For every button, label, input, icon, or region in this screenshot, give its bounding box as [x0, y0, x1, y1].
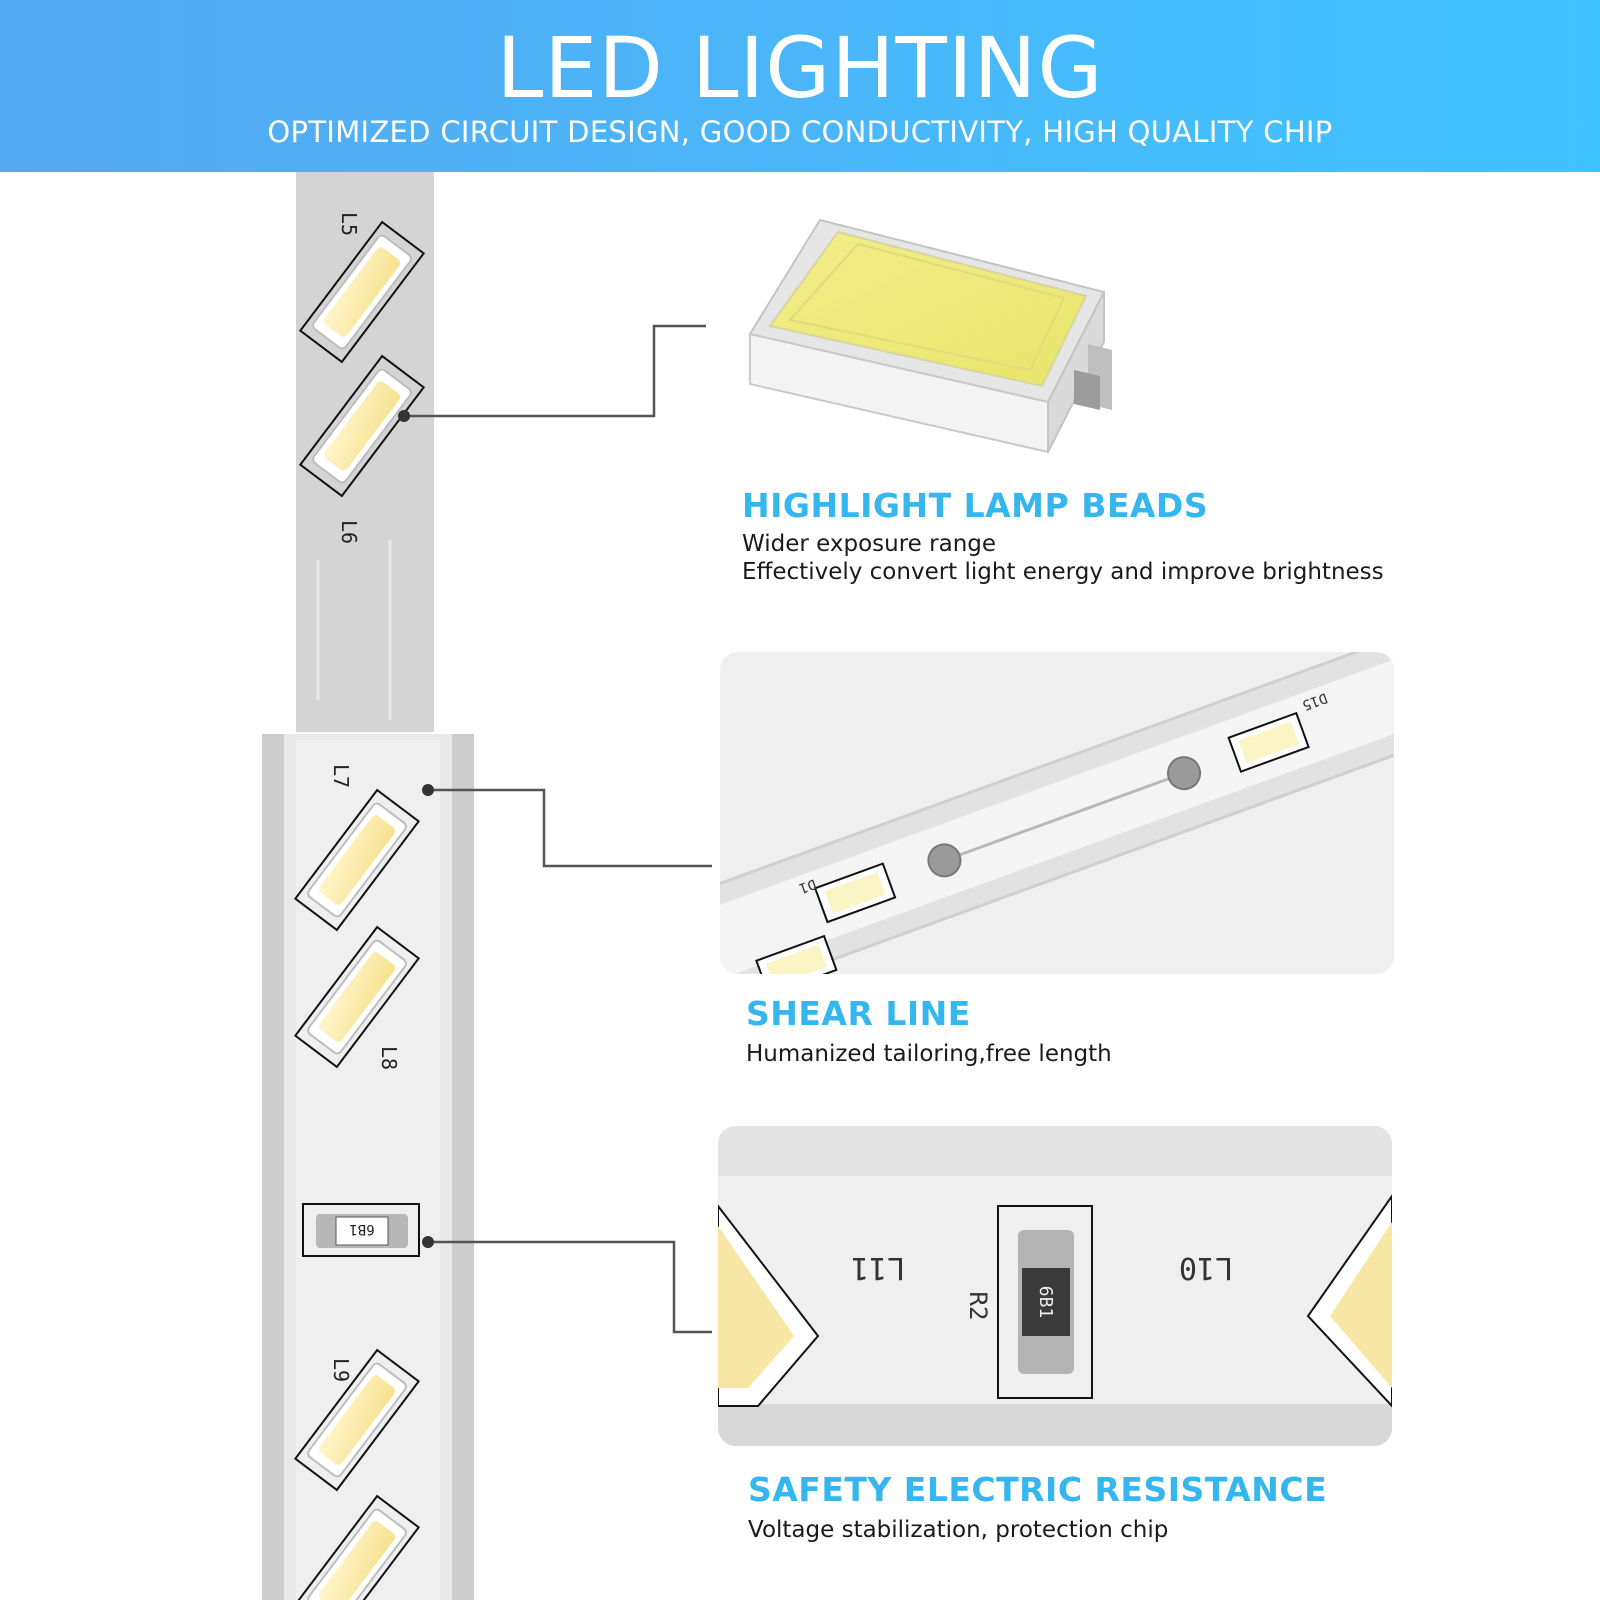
label-l7: L7	[329, 764, 353, 788]
shear-line-drawing: D1 D2 D15	[720, 652, 1394, 974]
feature-resistance-line-1: Voltage stabilization, protection chip	[748, 1517, 1169, 1543]
label-l9: L9	[329, 1358, 353, 1382]
photo-label-r2: R2	[964, 1292, 992, 1321]
feature-beads-line-1: Wider exposure range	[742, 531, 997, 557]
photo-label-code: 6B1	[1035, 1286, 1056, 1319]
strip-resistor: 6B1	[302, 1203, 420, 1257]
photo-label-d1: D1	[797, 875, 818, 896]
resistor-photo: 6B1 L11 R2 L10	[718, 1126, 1392, 1446]
header-banner: LED LIGHTING OPTIMIZED CIRCUIT DESIGN, G…	[0, 0, 1600, 172]
smd-led-chip-image	[748, 218, 1112, 454]
page-title: LED LIGHTING	[496, 19, 1104, 117]
shear-line-photo: D1 D2 D15	[720, 652, 1394, 974]
leader-line-beads	[398, 324, 706, 422]
leader-line-shear	[422, 784, 712, 868]
label-l6: L6	[337, 520, 361, 544]
feature-shear-line-1: Humanized tailoring,free length	[746, 1041, 1112, 1067]
feature-shear-title: SHEAR LINE	[746, 994, 971, 1033]
label-l8: L8	[377, 1046, 401, 1070]
feature-beads-title: HIGHLIGHT LAMP BEADS	[742, 486, 1209, 525]
page-subtitle: OPTIMIZED CIRCUIT DESIGN, GOOD CONDUCTIV…	[267, 115, 1333, 149]
photo-label-l11: L11	[851, 1250, 905, 1285]
resistor-drawing: 6B1 L11 R2 L10	[718, 1126, 1392, 1446]
photo-label-l10: L10	[1179, 1250, 1233, 1285]
strip-resistor-code: 6B1	[349, 1221, 374, 1237]
label-l5: L5	[337, 212, 361, 236]
feature-beads-line-2: Effectively convert light energy and imp…	[742, 559, 1384, 585]
feature-resistance-title: SAFETY ELECTRIC RESISTANCE	[748, 1470, 1328, 1509]
leader-line-resistor	[422, 1236, 712, 1334]
